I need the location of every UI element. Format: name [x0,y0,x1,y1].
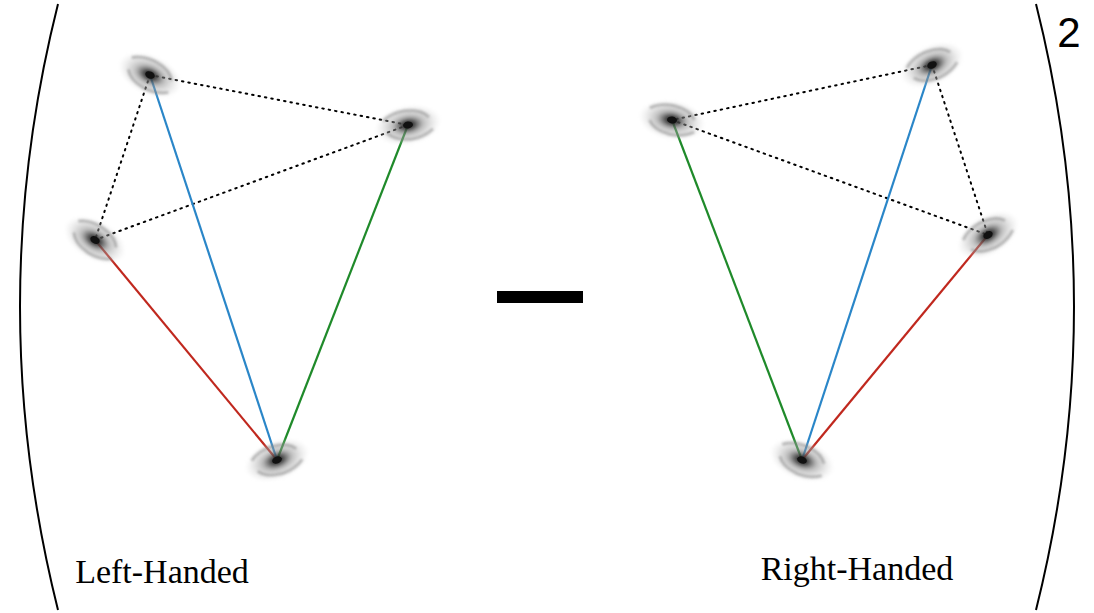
minus-sign [497,291,583,303]
right-configuration [635,33,1027,491]
handedness-label: Right-Handed [761,552,954,586]
left-configuration [56,43,445,491]
handedness-label: Left-Handed [75,555,249,589]
exponent: 2 [1057,12,1080,54]
